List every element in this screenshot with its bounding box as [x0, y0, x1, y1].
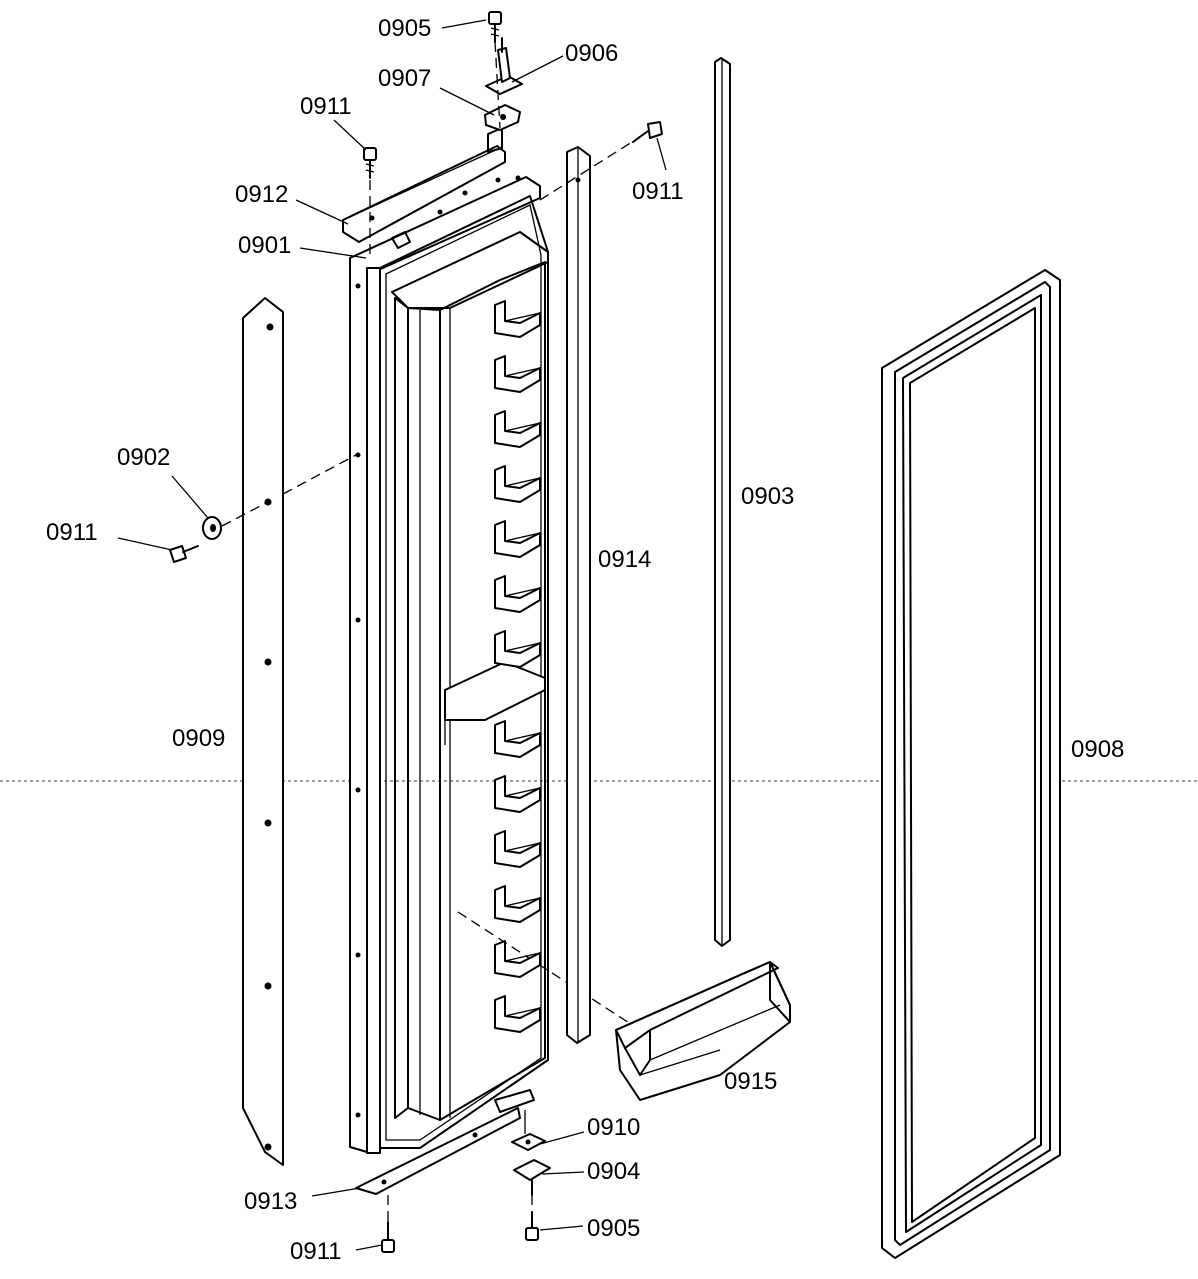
part-0904-bottom-hinge [513, 1159, 551, 1196]
bin-support-rib-edge [504, 422, 541, 432]
bin-support-rib [494, 830, 541, 868]
bin-support-ribs [494, 300, 541, 1033]
callout-0911-bottom: 0911 [290, 1238, 342, 1265]
callout-0911-left: 0911 [46, 519, 98, 546]
bin-support-rib-edge [504, 587, 541, 597]
bin-support-rib [494, 775, 541, 813]
part-0912-top-bracket [342, 127, 506, 243]
part-0913-bottom-bracket [355, 1089, 535, 1195]
part-0902-washer [202, 516, 222, 540]
bin-support-rib-edge [504, 642, 541, 652]
part-0908-door-gasket [881, 269, 1061, 1259]
bin-support-rib-edge [504, 532, 541, 542]
part-0906-top-hinge [485, 37, 523, 95]
part-0903-seal-strip [714, 57, 731, 947]
bin-support-rib [494, 410, 541, 448]
callout-0912: 0912 [235, 181, 288, 208]
bin-support-rib [494, 940, 541, 978]
bin-support-rib-edge [504, 952, 541, 962]
callout-0915: 0915 [724, 1068, 777, 1095]
assembly-line-0911-right [539, 141, 633, 201]
bin-support-rib-edge [504, 842, 541, 852]
bin-support-rib-edge [504, 897, 541, 907]
callout-0913: 0913 [244, 1188, 297, 1215]
bin-support-rib [494, 720, 541, 758]
part-0909-strip [242, 297, 284, 1166]
bin-support-rib [494, 995, 541, 1033]
part-0911-left-screw [169, 545, 199, 563]
bin-support-rib [494, 355, 541, 393]
part-0910-plate [511, 1110, 546, 1151]
part-0915-door-bin [615, 961, 791, 1101]
part-0905-top-screw [488, 11, 502, 43]
callout-0911-top: 0911 [300, 93, 352, 120]
part-0911-top-screw [363, 147, 377, 179]
callout-0901: 0901 [238, 232, 291, 259]
callout-0902: 0902 [117, 444, 170, 471]
bin-support-rib [494, 575, 541, 613]
callout-0904: 0904 [587, 1158, 640, 1185]
bin-support-rib-edge [504, 732, 541, 742]
assembly-line-0909 [282, 454, 357, 495]
callout-0905-top: 0905 [378, 15, 431, 42]
part-0907-plate [484, 104, 521, 131]
callout-0905-bottom: 0905 [587, 1215, 640, 1242]
bin-support-rib-edge [504, 367, 541, 377]
bin-support-rib [494, 465, 541, 503]
part-0905-bottom-screw [525, 1211, 539, 1241]
part-0901-door-liner [349, 175, 641, 1154]
assembly-line-0905-top [494, 41, 501, 129]
callout-0910: 0910 [587, 1114, 640, 1141]
bin-support-rib [494, 300, 541, 338]
bin-support-rib-edge [504, 787, 541, 797]
part-0911-bottom-screw [381, 1221, 395, 1253]
part-0914-side-rail [566, 146, 591, 1044]
callout-0906: 0906 [565, 40, 618, 67]
bin-support-rib-edge [504, 312, 541, 322]
bin-support-rib [494, 630, 541, 668]
callout-0914: 0914 [598, 546, 651, 573]
part-0911-right-screw [632, 121, 663, 143]
bin-support-rib [494, 520, 541, 558]
assembly-line-0902 [221, 501, 269, 527]
bin-support-rib-edge [504, 477, 541, 487]
callout-0907: 0907 [378, 65, 431, 92]
bin-support-rib [494, 885, 541, 923]
bin-support-rib-edge [504, 1007, 541, 1017]
callout-0903: 0903 [741, 483, 794, 510]
callout-0911-right: 0911 [632, 178, 684, 205]
callout-0909: 0909 [172, 725, 225, 752]
callout-0908: 0908 [1071, 736, 1124, 763]
